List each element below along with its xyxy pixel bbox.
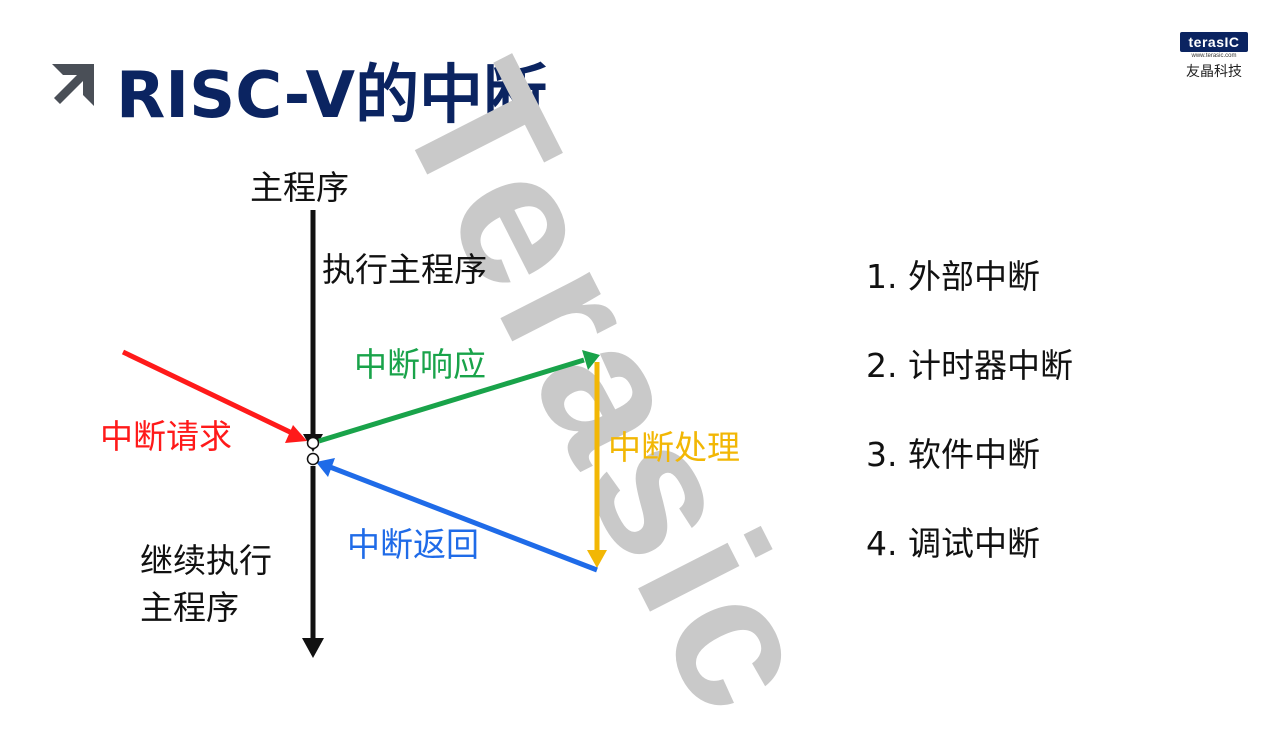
main-line-lower-arrowhead	[302, 638, 324, 658]
response-arrow-line	[318, 357, 585, 444]
interrupt-response-label: 中断响应	[354, 345, 486, 384]
continue-label-line2: 主程序	[140, 588, 239, 627]
logo-url: www.terasic.com	[1191, 53, 1237, 59]
list-item-external: 1. 外部中断	[866, 257, 1040, 296]
interrupt-point-circle	[306, 436, 320, 450]
continue-label-line1: 继续执行	[140, 541, 272, 580]
request-arrow-line	[121, 349, 294, 436]
list-item-software: 3. 软件中断	[866, 435, 1040, 474]
request-arrowhead	[285, 425, 307, 443]
list-item-debug: 4. 调试中断	[866, 524, 1040, 563]
interrupt-types-list: 1. 外部中断 2. 计时器中断 3. 软件中断 4. 调试中断	[866, 252, 1073, 608]
return-point-circle	[306, 452, 320, 466]
return-arrow-line	[329, 464, 598, 573]
response-arrowhead	[582, 350, 600, 370]
arrow-up-right-icon	[52, 64, 94, 106]
interrupt-flow-diagram	[121, 210, 607, 658]
terasic-logo: terasIC www.terasic.com 友晶科技	[1180, 32, 1248, 81]
interrupt-handling-label: 中断处理	[608, 428, 740, 467]
page-title: RISC-V的中断	[116, 59, 548, 133]
interrupt-request-label: 中断请求	[100, 417, 232, 456]
list-item-timer: 2. 计时器中断	[866, 346, 1073, 385]
logo-brand: terasIC	[1180, 32, 1248, 52]
handling-arrowhead	[587, 550, 607, 568]
logo-cn-name: 友晶科技	[1186, 64, 1242, 80]
return-arrowhead	[316, 458, 335, 477]
interrupt-return-label: 中断返回	[347, 525, 479, 564]
main-program-label: 主程序	[250, 168, 349, 207]
execute-main-label: 执行主程序	[322, 250, 487, 289]
